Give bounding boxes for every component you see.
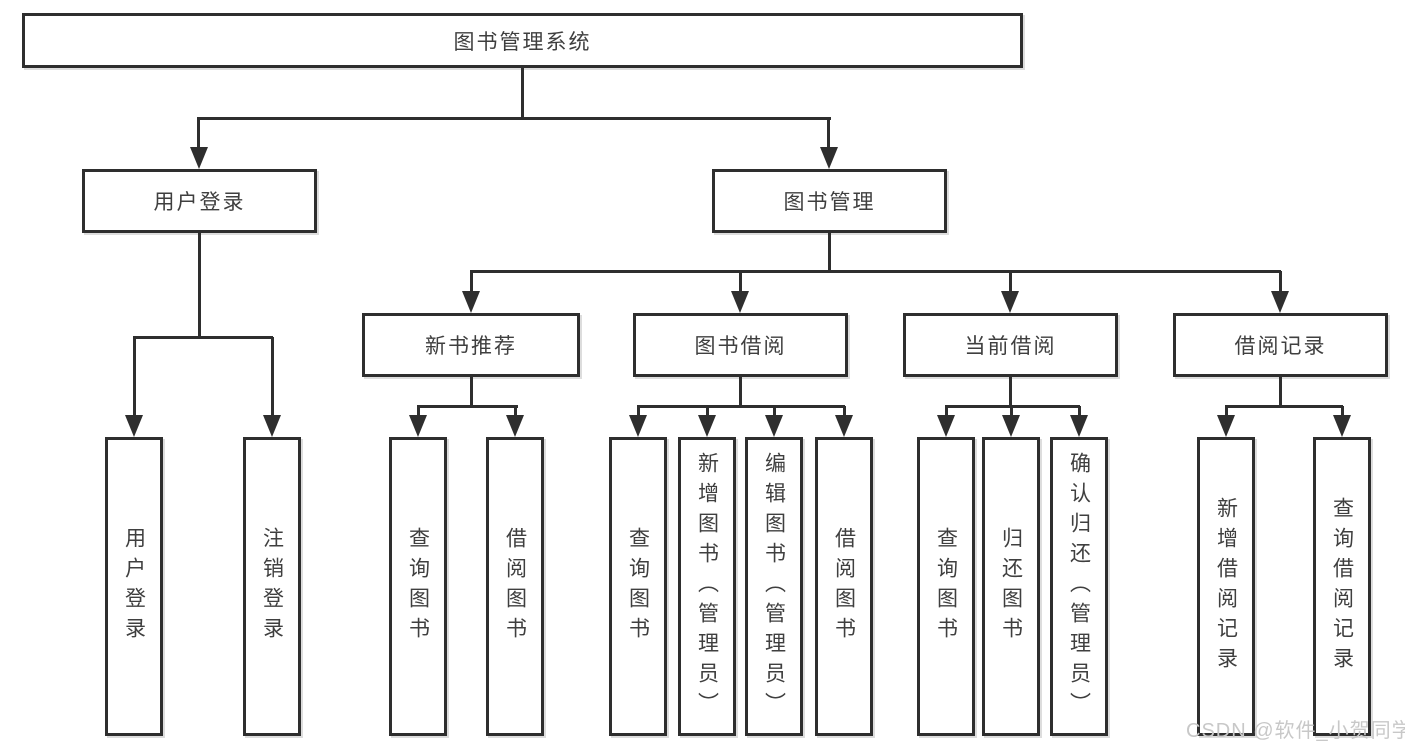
arrowhead-leaf-login bbox=[125, 415, 143, 437]
arrowhead-sec2 bbox=[1001, 291, 1019, 313]
leaf-return-books: 归还图书 bbox=[982, 437, 1040, 736]
connector-drop-leaf bbox=[514, 406, 517, 415]
arrowhead-user-login bbox=[190, 147, 208, 169]
leaf-edit-books-admin: 编辑图书（管理员） bbox=[745, 437, 803, 736]
arrowhead-leaf bbox=[698, 415, 716, 437]
connector-sec0-hline bbox=[417, 405, 518, 408]
connector-drop-leaf bbox=[1010, 406, 1013, 415]
connector-level3-hline bbox=[470, 270, 1281, 273]
connector-sec1-hline bbox=[637, 405, 845, 408]
connector-drop-leaf bbox=[1341, 406, 1344, 415]
connector-sec2-stem bbox=[1009, 376, 1012, 406]
leaf-query-borrow-record: 查询借阅记录 bbox=[1313, 437, 1371, 736]
arrowhead-leaf bbox=[409, 415, 427, 437]
connector-drop-sec1 bbox=[739, 271, 742, 291]
leaf-confirm-return-admin: 确认归还（管理员） bbox=[1050, 437, 1108, 736]
connector-drop-leaf bbox=[706, 406, 709, 415]
connector-sec1-stem bbox=[739, 376, 742, 406]
csdn-watermark: CSDN @软件_小贺同学 bbox=[1186, 720, 1405, 742]
arrowhead-leaf bbox=[765, 415, 783, 437]
connector-drop-book-mgmt bbox=[827, 118, 830, 148]
connector-drop-leaf bbox=[843, 406, 846, 415]
arrowhead-leaf bbox=[629, 415, 647, 437]
connector-drop-sec0 bbox=[470, 271, 473, 291]
connector-user-hline bbox=[133, 336, 273, 339]
connector-sec3-stem bbox=[1279, 376, 1282, 406]
node-root: 图书管理系统 bbox=[22, 13, 1023, 68]
connector-drop-leaf-login bbox=[133, 337, 136, 415]
leaf-user-login: 用户登录 bbox=[105, 437, 163, 736]
node-book-borrow: 图书借阅 bbox=[633, 313, 848, 377]
arrowhead-leaf bbox=[1333, 415, 1351, 437]
connector-sec3-hline bbox=[1225, 405, 1343, 408]
connector-drop-leaf bbox=[637, 406, 640, 415]
leaf-add-borrow-record: 新增借阅记录 bbox=[1197, 437, 1255, 736]
connector-drop-sec2 bbox=[1009, 271, 1012, 291]
connector-mgmt-stem bbox=[828, 233, 831, 271]
connector-sec0-stem bbox=[470, 376, 473, 406]
arrowhead-sec1 bbox=[731, 291, 749, 313]
connector-level1-hline bbox=[197, 117, 831, 120]
arrowhead-leaf bbox=[1217, 415, 1235, 437]
leaf-query-books-borrow: 查询图书 bbox=[609, 437, 667, 736]
arrowhead-leaf-logout bbox=[263, 415, 281, 437]
connector-drop-leaf bbox=[945, 406, 948, 415]
connector-drop-leaf bbox=[1225, 406, 1228, 415]
node-book-mgmt: 图书管理 bbox=[712, 169, 947, 233]
arrowhead-sec3 bbox=[1271, 291, 1289, 313]
connector-user-stem bbox=[198, 233, 201, 337]
connector-drop-leaf-logout bbox=[271, 337, 274, 415]
arrowhead-leaf bbox=[1002, 415, 1020, 437]
arrowhead-leaf bbox=[937, 415, 955, 437]
connector-drop-sec3 bbox=[1279, 271, 1282, 291]
arrowhead-leaf bbox=[506, 415, 524, 437]
connector-drop-leaf bbox=[1078, 406, 1081, 415]
leaf-query-books-current: 查询图书 bbox=[917, 437, 975, 736]
connector-root-stem bbox=[521, 68, 524, 118]
arrowhead-leaf bbox=[1070, 415, 1088, 437]
node-new-book-recommend: 新书推荐 bbox=[362, 313, 580, 377]
leaf-borrow-books-recommend: 借阅图书 bbox=[486, 437, 544, 736]
arrowhead-book-mgmt bbox=[820, 147, 838, 169]
node-current-borrow: 当前借阅 bbox=[903, 313, 1118, 377]
leaf-borrow-books: 借阅图书 bbox=[815, 437, 873, 736]
arrowhead-leaf bbox=[835, 415, 853, 437]
connector-drop-user-login bbox=[197, 118, 200, 148]
arrowhead-sec0 bbox=[462, 291, 480, 313]
leaf-logout: 注销登录 bbox=[243, 437, 301, 736]
connector-drop-leaf bbox=[773, 406, 776, 415]
connector-drop-leaf bbox=[417, 406, 420, 415]
leaf-query-books-recommend: 查询图书 bbox=[389, 437, 447, 736]
leaf-add-books-admin: 新增图书（管理员） bbox=[678, 437, 736, 736]
node-borrow-records: 借阅记录 bbox=[1173, 313, 1388, 377]
node-user-login: 用户登录 bbox=[82, 169, 317, 233]
